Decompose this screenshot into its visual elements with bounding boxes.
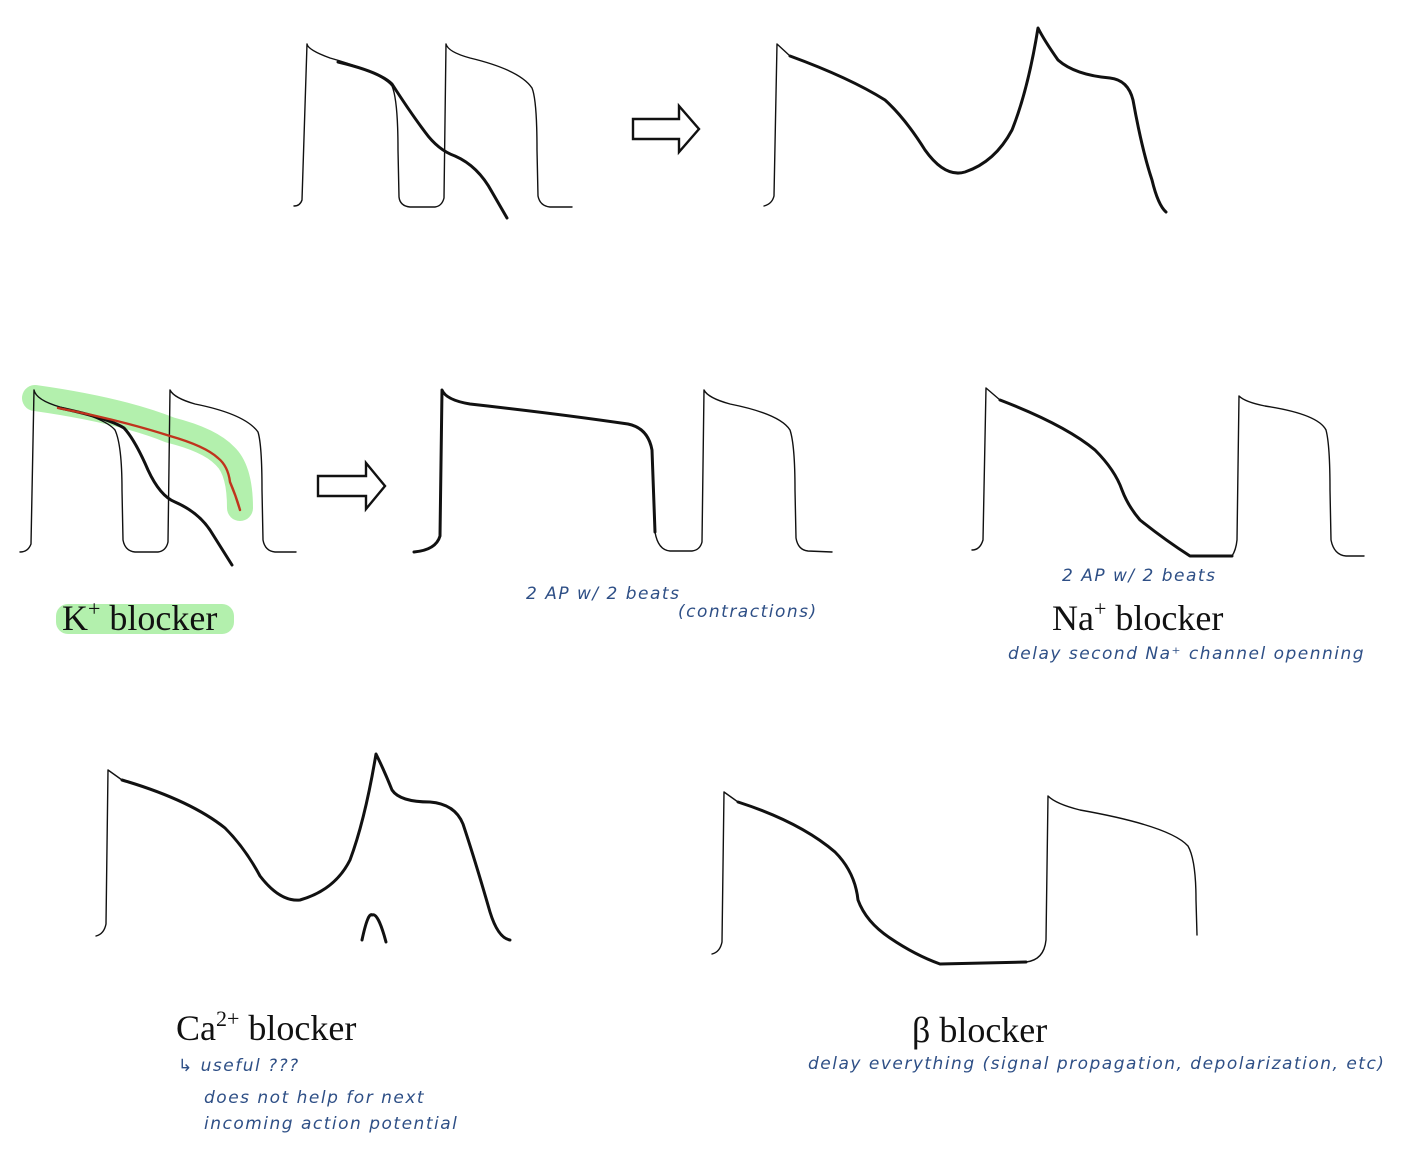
ca-blocker-label: Ca2+ blocker [176, 1006, 357, 1048]
na-effect-note: delay second Na⁺ channel openning [1008, 644, 1366, 664]
ap-trace-beta-main [736, 800, 1028, 966]
ap-pair-k-result [412, 388, 833, 554]
ap-trace-beta-second [1025, 795, 1198, 963]
ap-trace-na-main [998, 398, 1234, 558]
ap-trace-k-first [19, 389, 297, 553]
ap-pair-top-left [293, 43, 573, 220]
ap-trace-ca-main [120, 752, 512, 942]
ap-trace-na-upstroke [971, 387, 1001, 551]
ap-distorted-top-right [763, 26, 1168, 214]
ca-effect-note-line2: incoming action potential [204, 1114, 459, 1134]
beta-effect-note: delay everything (signal propagation, de… [808, 1054, 1386, 1074]
ap-ca-blocker [95, 752, 512, 944]
na-result-note: 2 AP w/ 2 beats [1062, 566, 1217, 586]
ap-trace-k-result-first [412, 388, 657, 554]
ead-trace [336, 60, 509, 220]
highlight-band [22, 385, 253, 521]
ead-trace-k [58, 406, 234, 567]
ap-trace-na-second [1231, 395, 1365, 557]
ca-useful-note: ↳ useful ??? [178, 1056, 300, 1076]
arrow-right-icon [631, 102, 701, 156]
ap-trace-main [788, 26, 1168, 214]
ap-pair-beta-blocker [711, 791, 1198, 966]
arrow-right-icon [316, 459, 387, 513]
ap-trace-first [293, 43, 573, 208]
small-peak-mark [360, 913, 388, 944]
ap-trace-ca-upstroke [95, 769, 123, 937]
k-result-note-line2: (contractions) [678, 602, 818, 622]
k-blocker-label: K+ blocker [62, 596, 218, 638]
ap-trace-k-result-second [654, 389, 833, 553]
beta-blocker-label: β blocker [912, 1010, 1048, 1050]
na-blocker-label: Na+ blocker [1052, 596, 1224, 638]
k-blocked-trace [56, 406, 242, 512]
ca-effect-note-line1: does not help for next [204, 1088, 426, 1108]
ap-trace-beta-upstroke [711, 791, 739, 955]
k-result-note-line1: 2 AP w/ 2 beats [526, 584, 681, 604]
ap-pair-na-blocker [971, 387, 1365, 558]
k-blocker-highlight [56, 604, 234, 634]
ap-trace-upstroke [763, 43, 791, 207]
ap-pair-k-blocker [19, 385, 297, 567]
